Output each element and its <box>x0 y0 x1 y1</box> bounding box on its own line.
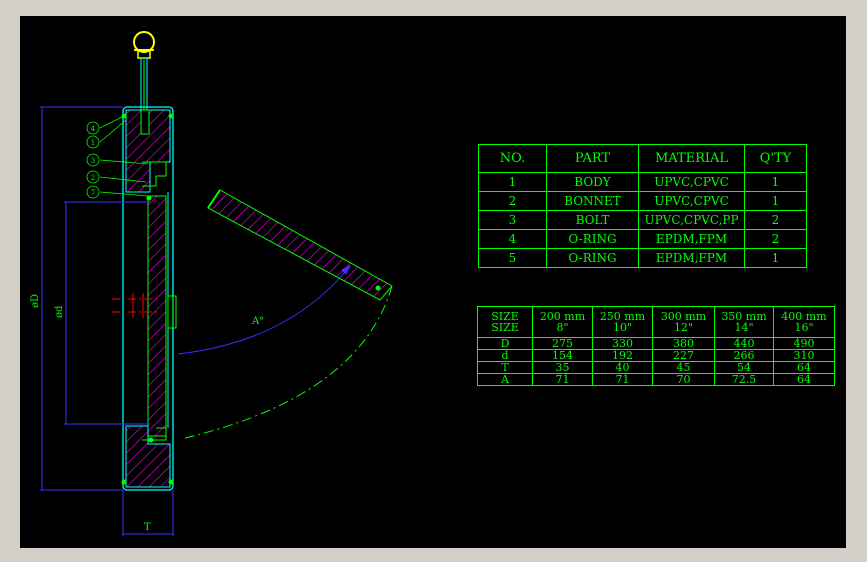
table-cell: 330 <box>592 337 653 350</box>
table-cell: 266 <box>714 349 774 362</box>
col-material-header: MATERIAL <box>638 144 745 173</box>
cell-qty: 1 <box>744 248 807 268</box>
col-qty-header: Q'TY <box>744 144 807 173</box>
table-row: T 35 40 45 54 64 <box>477 361 835 374</box>
cell-no: 5 <box>478 248 547 268</box>
table-cell: 227 <box>652 349 715 362</box>
row-label: d <box>477 349 533 362</box>
balloon-1: 1 <box>86 135 100 149</box>
cell-no: 1 <box>478 172 547 192</box>
table-cell: 35 <box>532 361 593 374</box>
cell-qty: 2 <box>744 229 807 249</box>
dim-T-label: T <box>144 522 151 533</box>
table-cell: 154 <box>532 349 593 362</box>
table-cell: 71 <box>532 373 593 386</box>
cell-qty: 1 <box>744 191 807 211</box>
table-row: A 71 71 70 72.5 64 <box>477 373 835 386</box>
valve-section-drawing: øD ød T A° 4 1 3 <box>30 31 393 536</box>
table-cell: 310 <box>773 349 835 362</box>
parts-header-row: NO. PART MATERIAL Q'TY <box>478 144 807 173</box>
open-disc <box>184 189 393 439</box>
cell-part: O-RING <box>546 248 639 268</box>
parts-list-table: NO. PART MATERIAL Q'TY 1 BODY UPVC,CPVC … <box>478 144 807 268</box>
valve-body <box>121 106 177 491</box>
cell-part: BODY <box>546 172 639 192</box>
table-row: 5 O-RING EPDM,FPM 1 <box>478 248 807 268</box>
dim-A-label: A° <box>251 316 264 327</box>
cell-qty: 2 <box>744 210 807 230</box>
cell-material: EPDM,FPM <box>638 248 745 268</box>
svg-text:2: 2 <box>91 174 95 182</box>
row-label: D <box>477 337 533 350</box>
svg-text:7: 7 <box>91 189 95 197</box>
leader-lines <box>99 115 149 197</box>
table-cell: 64 <box>773 361 835 374</box>
table-cell: 64 <box>773 373 835 386</box>
row-label: A <box>477 373 533 386</box>
cell-material: EPDM,FPM <box>638 229 745 249</box>
svg-text:4: 4 <box>91 125 96 133</box>
cell-no: 3 <box>478 210 547 230</box>
table-cell: 380 <box>652 337 715 350</box>
cell-material: UPVC,CPVC <box>638 191 745 211</box>
balloon-7: 7 <box>86 185 100 199</box>
table-cell: 440 <box>714 337 774 350</box>
table-cell: 45 <box>652 361 715 374</box>
table-cell: 40 <box>592 361 653 374</box>
table-row: 1 BODY UPVC,CPVC 1 <box>478 172 807 192</box>
cell-part: O-RING <box>546 229 639 249</box>
table-cell: 490 <box>773 337 835 350</box>
table-cell: 72.5 <box>714 373 774 386</box>
size-label-top: SIZE <box>491 310 519 323</box>
cad-drawing-area[interactable]: øD ød T A° 4 1 3 <box>20 16 846 548</box>
table-cell: 70 <box>652 373 715 386</box>
table-cell: 275 <box>532 337 593 350</box>
table-row: D 275 330 380 440 490 <box>477 337 835 350</box>
balloon-4: 4 <box>86 121 100 135</box>
row-label: T <box>477 361 533 374</box>
dim-D-label: øD <box>30 294 41 308</box>
cell-part: BONNET <box>546 191 639 211</box>
balloon-2: 2 <box>86 170 100 184</box>
svg-text:3: 3 <box>91 157 95 165</box>
svg-text:1: 1 <box>91 139 95 147</box>
col-no-header: NO. <box>478 144 547 173</box>
size-label-cell: SIZE SIZE <box>477 306 533 338</box>
cell-no: 4 <box>478 229 547 249</box>
size-label-bottom: SIZE <box>491 321 519 334</box>
cell-qty: 1 <box>744 172 807 192</box>
table-cell: 71 <box>592 373 653 386</box>
table-row: 4 O-RING EPDM,FPM 2 <box>478 229 807 249</box>
table-row: 3 BOLT UPVC,CPVC,PP 2 <box>478 210 807 230</box>
cell-material: UPVC,CPVC <box>638 172 745 192</box>
table-cell: 54 <box>714 361 774 374</box>
table-row: 2 BONNET UPVC,CPVC 1 <box>478 191 807 211</box>
dim-d-label: ød <box>54 305 65 318</box>
cell-no: 2 <box>478 191 547 211</box>
table-cell: 192 <box>592 349 653 362</box>
cell-material: UPVC,CPVC,PP <box>638 210 745 230</box>
balloon-3: 3 <box>86 153 100 167</box>
col-part-header: PART <box>546 144 639 173</box>
table-row: d 154 192 227 266 310 <box>477 349 835 362</box>
cell-part: BOLT <box>546 210 639 230</box>
center-lines <box>112 293 160 318</box>
dimensions <box>40 106 352 536</box>
